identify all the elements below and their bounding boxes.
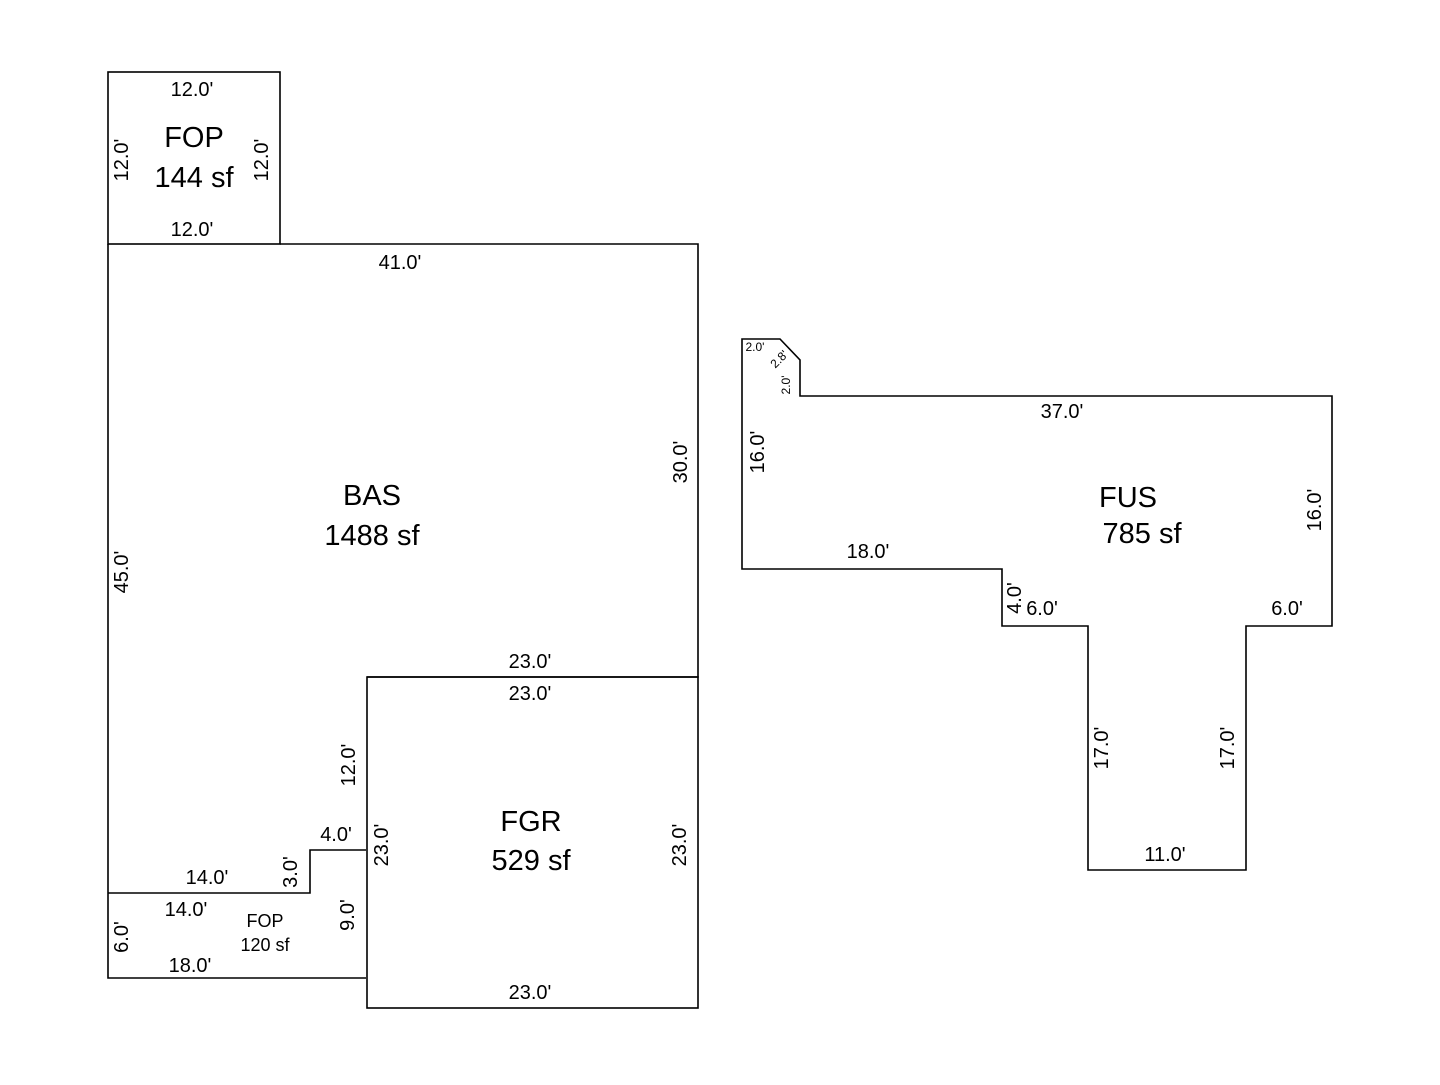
fop-bottom-dim-bottom: 18.0' [169, 955, 212, 977]
bas-area: 1488 sf [324, 520, 420, 552]
fop-bottom-dim-top: 14.0' [165, 899, 208, 921]
fgr-dim-right: 23.0' [669, 824, 691, 867]
fus-dim-step-down: 4.0' [1004, 582, 1026, 614]
bas-dim-top: 41.0' [379, 252, 422, 274]
fus-dim-stem-left: 17.0' [1091, 727, 1113, 770]
bas-outline-upper [280, 243, 699, 678]
bas-outline-notch [108, 849, 366, 894]
fus-dim-left: 16.0' [747, 431, 769, 474]
fgr-area: 529 sf [492, 845, 572, 877]
bas-outline-left [107, 244, 366, 979]
bas-dim-inner-vertical: 12.0' [338, 744, 360, 787]
fus-dim-mid-left: 18.0' [847, 541, 890, 563]
fgr-dim-bottom: 23.0' [509, 982, 552, 1004]
fop-bottom-label: FOP [246, 911, 283, 931]
bas-dim-bottom-left: 14.0' [186, 867, 229, 889]
fop-bottom-area: 120 sf [240, 935, 290, 955]
fus-dim-step-left: 6.0' [1026, 598, 1058, 620]
fop-bottom-dim-right: 9.0' [337, 899, 359, 931]
fus-area: 785 sf [1103, 518, 1183, 550]
bas-dim-left: 45.0' [111, 551, 133, 594]
fgr-label: FGR [500, 806, 561, 838]
fus-dim-corner-side: 2.0' [779, 376, 793, 395]
fus-dim-step-right: 6.0' [1271, 598, 1303, 620]
bas-dim-notch-side: 3.0' [280, 856, 302, 888]
bas-dim-notch-top: 4.0' [320, 824, 352, 846]
fus-dim-corner-top: 2.0' [746, 340, 765, 354]
fus-label: FUS [1099, 482, 1157, 514]
fgr-dim-left: 23.0' [371, 824, 393, 867]
fop-top-dim-right: 12.0' [251, 139, 273, 182]
fus-dim-right: 16.0' [1304, 489, 1326, 532]
bas-dim-step-top: 23.0' [509, 651, 552, 673]
fop-top-dim-top: 12.0' [171, 79, 214, 101]
bas-label: BAS [343, 480, 401, 512]
fop-top-dim-left: 12.0' [111, 139, 133, 182]
fop-bottom-dim-left: 6.0' [111, 921, 133, 953]
fop-top-area: 144 sf [155, 162, 235, 194]
fus-dim-corner-diag: 2.8' [768, 348, 791, 371]
fus-dim-stem-bottom: 11.0' [1144, 844, 1185, 866]
fus-dim-top: 37.0' [1041, 401, 1084, 423]
bas-dim-right: 30.0' [670, 441, 692, 484]
fus-dim-stem-right: 17.0' [1217, 727, 1239, 770]
fus-outline [741, 338, 1333, 871]
fop-top-outline [107, 71, 281, 245]
fop-top-dim-bottom: 12.0' [171, 219, 214, 241]
fgr-dim-top: 23.0' [509, 683, 552, 705]
fgr-outline [366, 676, 699, 1009]
fop-top-label: FOP [164, 122, 224, 154]
